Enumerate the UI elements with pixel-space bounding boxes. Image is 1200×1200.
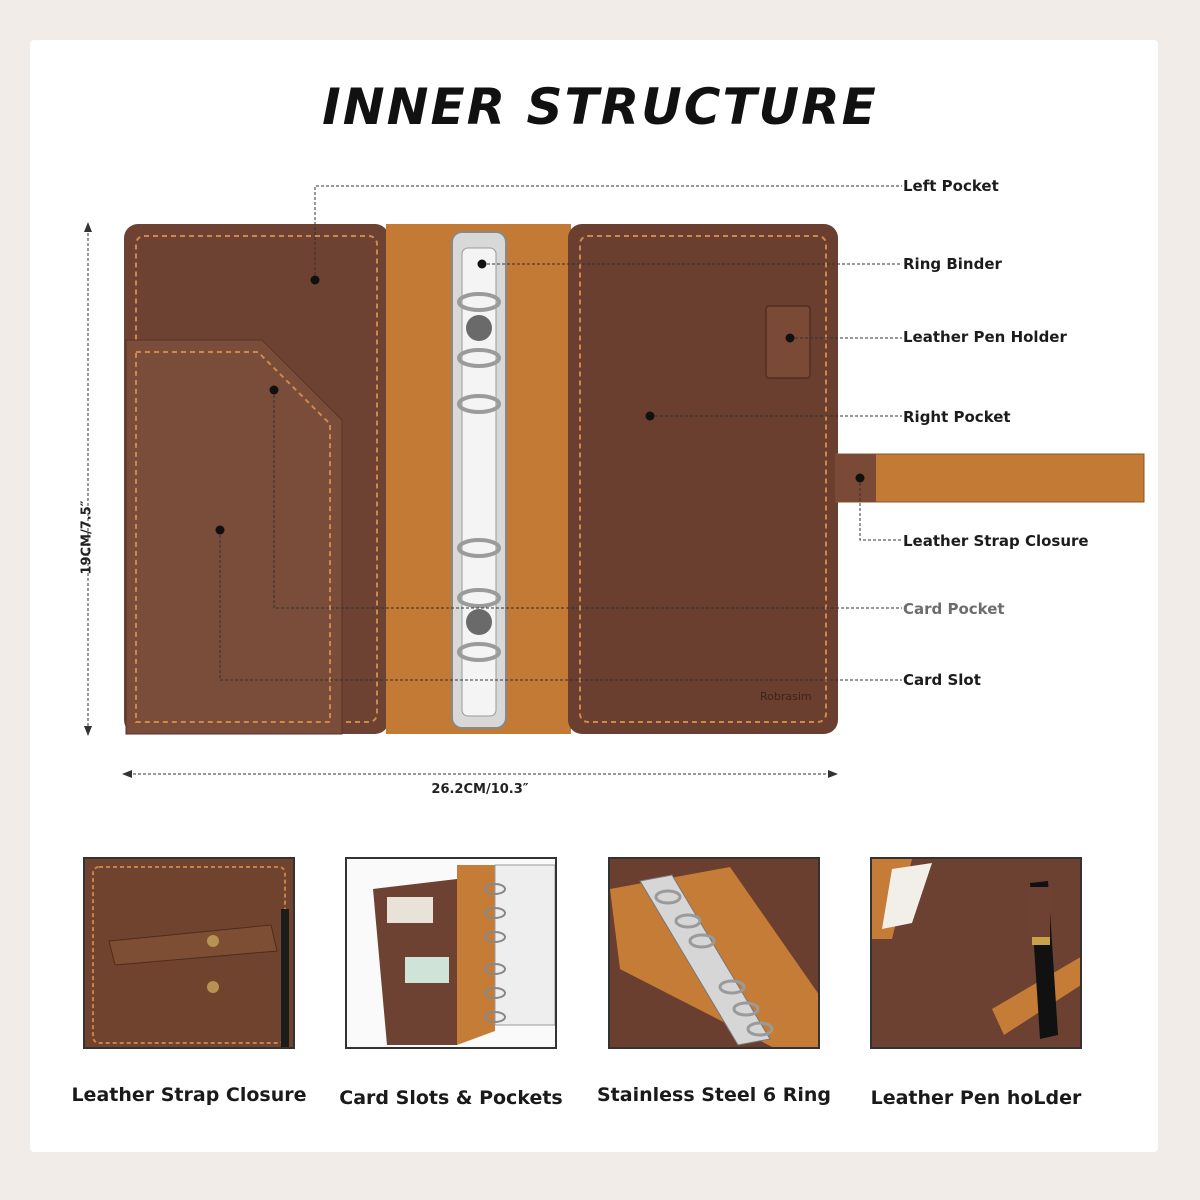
caption-card-slots: Card Slots & Pockets [339, 1087, 563, 1109]
leader-card-slot [219, 530, 902, 681]
leader-left-pocket [314, 185, 902, 280]
thumb-card-slots [345, 857, 557, 1049]
binder-rings [457, 292, 501, 662]
left-pocket-stitching [135, 351, 331, 723]
stamp-edge-top [30, 34, 1158, 48]
caption-strap-closure: Leather Strap Closure [71, 1084, 307, 1106]
width-dimension-label: 26.2CM/10.3″ [431, 782, 529, 797]
caption-pen-holder: Leather Pen hoLder [870, 1087, 1082, 1109]
binder-rivet-top [466, 315, 492, 341]
strap-closure-tan [835, 453, 1145, 503]
thumb-strap-closure [83, 857, 295, 1049]
left-pocket-flap [125, 339, 343, 735]
callout-strap-closure: Leather Strap Closure [903, 532, 1089, 550]
caption-ring-binder: Stainless Steel 6 Ring [596, 1084, 832, 1106]
thumb-ring-binder-art [610, 859, 818, 1047]
right-panel-stitching [579, 235, 827, 723]
page-title: INNER STRUCTURE [322, 78, 878, 136]
leader-card-pocket [273, 390, 902, 609]
height-dimension-label: 19CM/7.5″ [79, 500, 95, 575]
leader-strap-closure [859, 478, 902, 541]
callout-ring-binder: Ring Binder [903, 255, 1002, 273]
callout-right-pocket: Right Pocket [903, 408, 1011, 426]
thumb-card-slots-art [347, 859, 555, 1047]
thumb-pen-holder-art [872, 859, 1080, 1047]
binder-rivet-bottom [466, 609, 492, 635]
callout-left-pocket: Left Pocket [903, 177, 999, 195]
callout-card-slot: Card Slot [903, 671, 981, 689]
brand-emboss: Robrasim [760, 690, 812, 703]
thumb-strap-closure-art [85, 859, 293, 1047]
callout-card-pocket: Card Pocket [903, 600, 1005, 618]
callout-pen-holder: Leather Pen Holder [903, 328, 1067, 346]
thumb-ring-binder [608, 857, 820, 1049]
thumb-pen-holder [870, 857, 1082, 1049]
